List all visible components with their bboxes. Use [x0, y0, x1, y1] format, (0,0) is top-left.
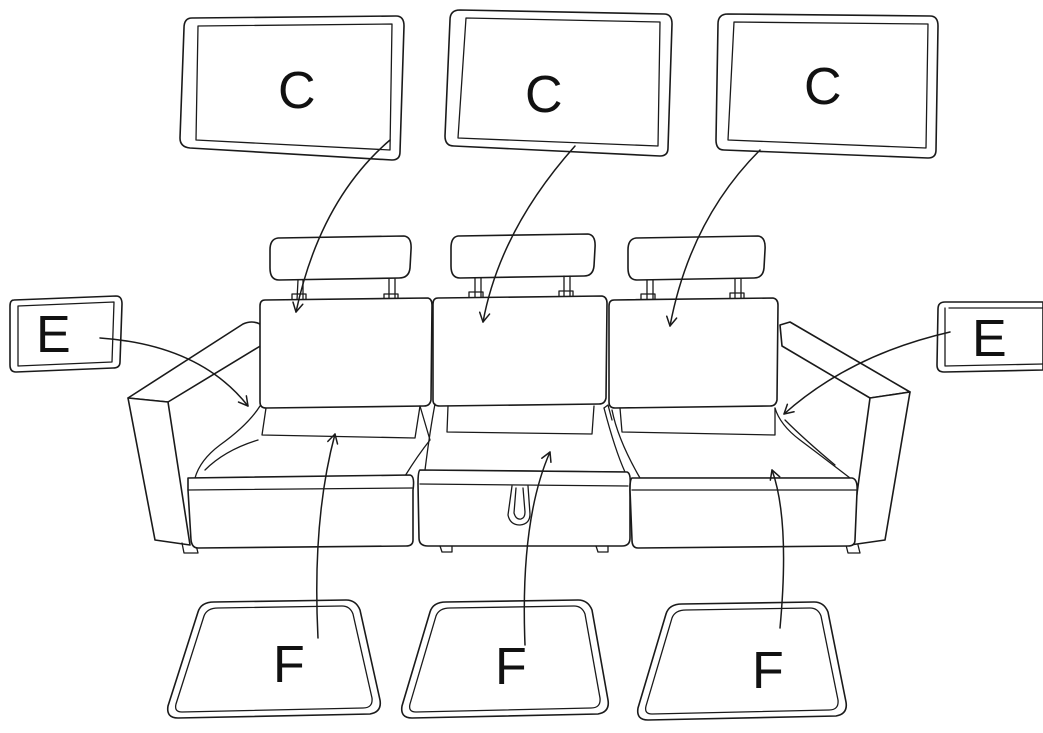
- back-cushion-callout-3: C: [715, 13, 939, 159]
- seat-cushion-callout-1: F: [166, 599, 382, 719]
- back-cushion-label-1: C: [278, 62, 316, 120]
- armrest-cushion-label-right: E: [972, 310, 1007, 368]
- arrow-c2: [478, 145, 576, 323]
- back-cushion-middle: [432, 295, 608, 407]
- seat-cushion-callout-2: F: [400, 599, 610, 719]
- back-cushion-label-3: C: [804, 58, 842, 116]
- arrow-c3: [666, 149, 761, 327]
- seat-section-left: [187, 405, 431, 549]
- seat-cushion-label-1: F: [273, 636, 305, 694]
- armrest-right: [779, 321, 911, 554]
- arrow-e-left: [99, 337, 249, 407]
- arrow-f2: [523, 451, 552, 646]
- headrest-middle: [450, 233, 596, 299]
- seat-cushion-label-3: F: [752, 642, 784, 700]
- armrest-cushion-callout-left: E: [9, 295, 123, 373]
- arrow-f3: [769, 469, 785, 629]
- back-cushion-label-2: C: [525, 66, 563, 124]
- back-cushion-left: [259, 297, 433, 409]
- back-cushion-callout-2: C: [444, 9, 673, 157]
- headrest-right: [627, 235, 766, 301]
- seat-section-right: [611, 407, 858, 549]
- arrows: [99, 139, 951, 646]
- back-cushion-callout-1: C: [179, 15, 405, 161]
- seat-section-middle: [417, 403, 631, 553]
- headrest-left: [269, 235, 412, 301]
- back-cushion-right: [608, 297, 779, 409]
- arrow-e-right: [783, 331, 951, 415]
- armrest-cushion-label-left: E: [36, 306, 71, 364]
- arrow-f1: [316, 433, 339, 639]
- sofa: [127, 233, 911, 554]
- arrow-c1: [292, 139, 391, 313]
- seat-cushion-label-2: F: [495, 638, 527, 696]
- seat-cushion-callout-3: F: [636, 601, 848, 721]
- armrest-cushion-callout-right: E: [936, 301, 1043, 373]
